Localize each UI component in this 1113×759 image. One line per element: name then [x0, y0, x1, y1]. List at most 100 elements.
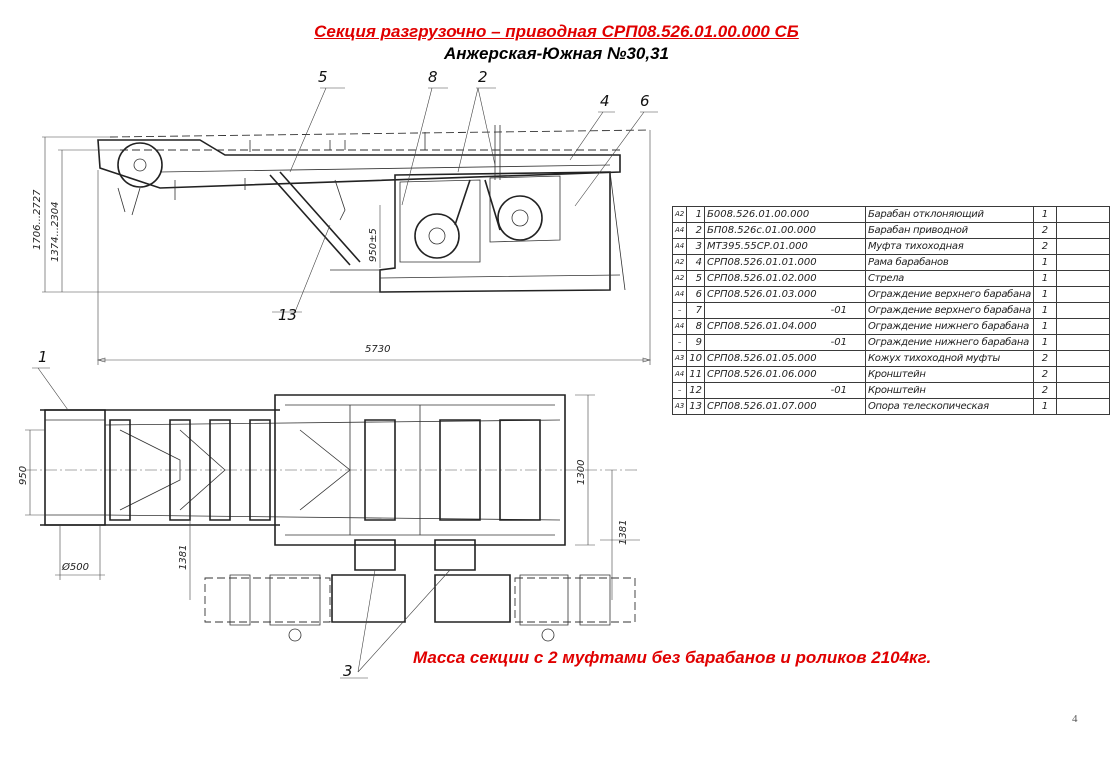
spec-designation: -01	[703, 334, 866, 351]
spec-name: Кожух тихоходной муфты	[864, 350, 1034, 367]
plan-view	[25, 367, 640, 679]
spec-note	[1055, 302, 1110, 319]
callout-2: 2	[478, 68, 488, 86]
spec-name: Ограждение нижнего барабана	[864, 318, 1034, 335]
spec-quantity: 1	[1032, 334, 1057, 351]
dim-axis-height: 950±5	[368, 228, 379, 262]
spec-quantity: 2	[1032, 238, 1057, 255]
spec-designation: СРП08.526.01.02.000	[703, 270, 866, 287]
spec-name: Кронштейн	[864, 382, 1034, 399]
spec-quantity: 1	[1032, 270, 1057, 287]
spec-name: Кронштейн	[864, 366, 1034, 383]
callout-13: 13	[278, 306, 297, 324]
spec-quantity: 1	[1032, 302, 1057, 319]
spec-designation: СРП08.526.01.03.000	[703, 286, 866, 303]
spec-designation: БП08.526с.01.00.000	[703, 222, 866, 239]
spec-format: А4	[671, 238, 688, 255]
dim-overall-length: 5730	[365, 344, 390, 355]
callout-8: 8	[428, 68, 438, 86]
spec-designation: СРП08.526.01.06.000	[703, 366, 866, 383]
spec-format: А3	[671, 350, 688, 367]
perforated-guard	[399, 175, 561, 263]
callout-3: 3	[343, 662, 353, 680]
callout-6: 6	[640, 92, 650, 110]
spec-name: Барабан отклоняющий	[864, 206, 1034, 223]
spec-position: 7	[686, 302, 705, 319]
spec-position: 9	[686, 334, 705, 351]
spec-name: Стрела	[864, 270, 1034, 287]
spec-quantity: 1	[1032, 286, 1057, 303]
spec-note	[1055, 270, 1110, 287]
spec-position: 11	[686, 366, 705, 383]
callout-1: 1	[38, 348, 48, 366]
spec-designation: СРП08.526.01.01.000	[703, 254, 866, 271]
spec-designation: СРП08.526.01.04.000	[703, 318, 866, 335]
spec-quantity: 2	[1032, 222, 1057, 239]
spec-note	[1055, 366, 1110, 383]
spec-format: А3	[671, 398, 688, 415]
drawing-title: Секция разгрузочно – приводная СРП08.526…	[314, 22, 799, 41]
spec-name: Рама барабанов	[864, 254, 1034, 271]
spec-note	[1055, 318, 1110, 335]
spec-quantity: 1	[1032, 254, 1057, 271]
spec-position: 10	[686, 350, 705, 367]
spec-position: 12	[686, 382, 705, 399]
spec-note	[1055, 398, 1110, 415]
spec-format: А2	[671, 270, 688, 287]
dim-offset-left: 1381	[178, 545, 189, 570]
spec-note	[1055, 254, 1110, 271]
spec-quantity: 2	[1032, 382, 1057, 399]
spec-quantity: 1	[1032, 206, 1057, 223]
spec-format: А4	[671, 318, 688, 335]
spec-name: Ограждение нижнего барабана	[864, 334, 1034, 351]
dim-height-range-2: 1374...2304	[50, 202, 61, 262]
spec-note	[1055, 350, 1110, 367]
spec-name: Опора телескопическая	[864, 398, 1034, 415]
spec-name: Ограждение верхнего барабана	[864, 286, 1034, 303]
spec-note	[1055, 334, 1110, 351]
spec-format: –	[671, 382, 688, 399]
spec-note	[1055, 206, 1110, 223]
spec-position: 6	[686, 286, 705, 303]
spec-designation: -01	[703, 302, 866, 319]
spec-format: –	[671, 302, 688, 319]
spec-position: 2	[686, 222, 705, 239]
spec-format: А4	[671, 222, 688, 239]
spec-quantity: 1	[1032, 398, 1057, 415]
dim-belt-width: 950	[18, 466, 29, 485]
spec-note	[1055, 222, 1110, 239]
spec-position: 1	[686, 206, 705, 223]
spec-position: 4	[686, 254, 705, 271]
spec-position: 8	[686, 318, 705, 335]
spec-designation: СРП08.526.01.05.000	[703, 350, 866, 367]
spec-format: А4	[671, 286, 688, 303]
spec-note	[1055, 238, 1110, 255]
dim-frame-width: 1300	[576, 460, 587, 485]
spec-note	[1055, 382, 1110, 399]
callout-5: 5	[318, 68, 328, 86]
spec-designation: МТ395.55СР.01.000	[703, 238, 866, 255]
spec-name: Муфта тихоходная	[864, 238, 1034, 255]
spec-designation: Б008.526.01.00.000	[703, 206, 866, 223]
mass-note: Масса секции с 2 муфтами без барабанов и…	[413, 648, 932, 667]
spec-format: А4	[671, 366, 688, 383]
spec-quantity: 2	[1032, 366, 1057, 383]
drive-motors	[204, 574, 636, 642]
dim-offset-right: 1381	[618, 520, 629, 545]
spec-position: 3	[686, 238, 705, 255]
drawing-subtitle: Анжерская-Южная №30,31	[443, 44, 670, 63]
spec-note	[1055, 286, 1110, 303]
spec-name: Барабан приводной	[864, 222, 1034, 239]
